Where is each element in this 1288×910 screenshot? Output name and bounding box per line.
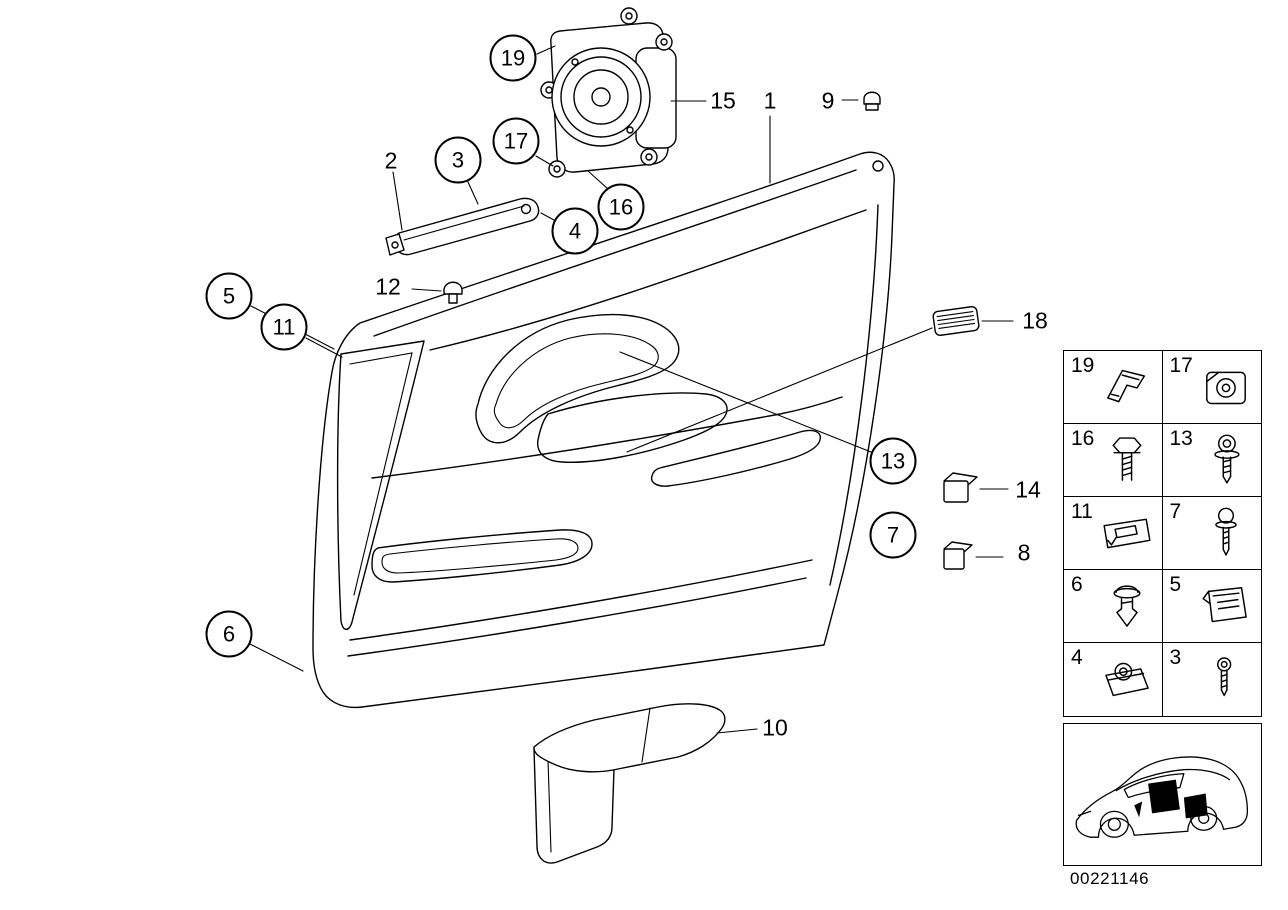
legend-cell-6[interactable]: 6 <box>1064 570 1163 643</box>
callout-15[interactable]: 15 <box>710 87 736 114</box>
car-icon <box>1075 756 1249 838</box>
small-screw-icon <box>1217 657 1232 697</box>
leader-lines <box>249 45 1014 734</box>
callout-10[interactable]: 10 <box>762 714 788 741</box>
mounting-bracket-drawing <box>385 197 540 256</box>
callout-3[interactable]: 3 <box>434 136 482 184</box>
callout-2[interactable]: 2 <box>384 147 398 174</box>
expansion-rivet-icon <box>1112 585 1141 627</box>
callout-8[interactable]: 8 <box>1017 539 1031 566</box>
plug-9-part <box>863 91 881 111</box>
legend-number: 5 <box>1169 573 1182 596</box>
callout-7[interactable]: 7 <box>869 511 917 559</box>
callout-6[interactable]: 6 <box>205 610 253 658</box>
diagram-part-number: 00221146 <box>1070 869 1150 888</box>
callout-13[interactable]: 13 <box>869 437 917 485</box>
legend-cell-3[interactable]: 3 <box>1163 643 1262 716</box>
clip-nut-icon <box>1206 371 1246 405</box>
callout-9[interactable]: 9 <box>821 87 835 114</box>
legend-cell-4[interactable]: 4 <box>1064 643 1163 716</box>
legend-number: 3 <box>1169 646 1182 669</box>
vehicle-locator-box <box>1063 723 1262 866</box>
speaker-assembly-drawing <box>540 7 677 178</box>
legend-cell-13[interactable]: 13 <box>1162 424 1261 497</box>
washer-screw-icon <box>1214 434 1240 484</box>
pan-screw-icon <box>1215 507 1237 556</box>
clip-12-part <box>443 281 463 304</box>
legend-number: 13 <box>1169 427 1193 450</box>
clip-8-part <box>943 541 973 570</box>
callout-18[interactable]: 18 <box>1022 307 1048 334</box>
legend-number: 7 <box>1169 500 1182 523</box>
clip-14-part <box>943 472 978 503</box>
legend-number: 16 <box>1071 427 1095 450</box>
speed-nut-icon <box>1104 662 1149 697</box>
legend-number: 19 <box>1071 354 1095 377</box>
armrest-drawing <box>533 703 726 864</box>
callout-11[interactable]: 11 <box>260 303 308 351</box>
callout-1[interactable]: 1 <box>763 87 777 114</box>
callout-4[interactable]: 4 <box>551 207 599 255</box>
fasteners-legend: 19 17 16 1 <box>1063 350 1262 717</box>
retainer-clip-icon <box>1106 369 1145 403</box>
hex-bolt-icon <box>1112 437 1141 481</box>
legend-cell-5[interactable]: 5 <box>1162 570 1261 643</box>
legend-number: 11 <box>1071 500 1093 523</box>
legend-number: 17 <box>1169 354 1193 377</box>
legend-cell-16[interactable]: 16 <box>1064 424 1163 497</box>
callout-17[interactable]: 17 <box>492 117 540 165</box>
legend-cell-17[interactable]: 17 <box>1162 351 1261 424</box>
legend-cell-7[interactable]: 7 <box>1162 497 1261 570</box>
legend-cell-19[interactable]: 19 <box>1064 351 1163 424</box>
bracket-plate-icon <box>1102 518 1151 549</box>
callout-14[interactable]: 14 <box>1015 476 1041 503</box>
cover-18-part <box>932 306 980 336</box>
callout-12[interactable]: 12 <box>375 273 401 300</box>
callout-5[interactable]: 5 <box>205 272 253 320</box>
callout-19[interactable]: 19 <box>489 34 537 82</box>
legend-cell-11[interactable]: 11 <box>1064 497 1163 570</box>
callout-16[interactable]: 16 <box>597 183 645 231</box>
legend-number: 6 <box>1071 573 1083 596</box>
legend-number: 4 <box>1071 646 1083 669</box>
retainer-plate-icon <box>1202 586 1247 623</box>
